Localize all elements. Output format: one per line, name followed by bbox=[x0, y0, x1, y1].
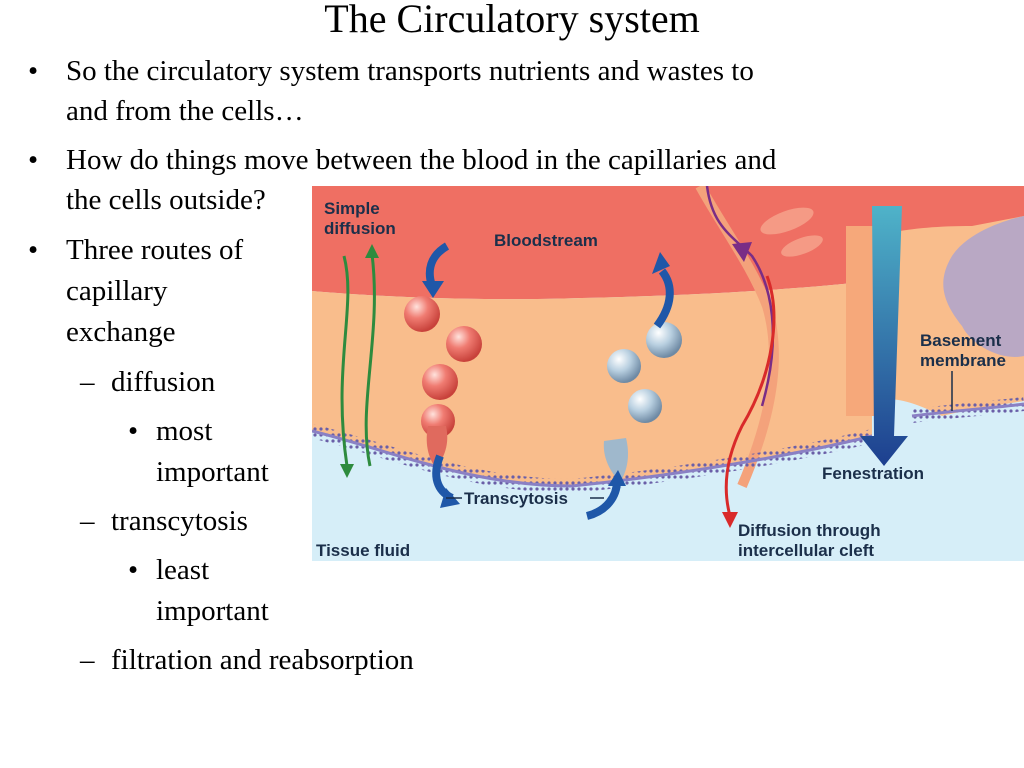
arrow-head bbox=[722, 512, 738, 528]
bullet-marker: • bbox=[28, 55, 39, 87]
bullet-1-line-1: So the circulatory system transports nut… bbox=[66, 55, 754, 87]
vesicle-exiting bbox=[603, 438, 628, 482]
transcytosis-vesicle bbox=[628, 389, 662, 423]
dash-marker: – bbox=[80, 505, 95, 537]
label-bloodstream: Bloodstream bbox=[494, 231, 598, 250]
capillary-exchange-figure: Simple diffusion Bloodstream Basement me… bbox=[312, 186, 1024, 561]
vesicle bbox=[781, 235, 823, 257]
slide-title: The Circulatory system bbox=[324, 0, 700, 41]
sub-transcytosis: transcytosis bbox=[111, 505, 248, 537]
vesicle bbox=[760, 207, 814, 235]
solute-particle bbox=[404, 296, 440, 332]
sub-diffusion-note-line-1: most bbox=[156, 415, 213, 447]
nucleus bbox=[943, 216, 1024, 357]
arrow-head bbox=[340, 464, 354, 478]
bullet-3-line-1: Three routes of bbox=[66, 234, 244, 266]
solute-particle bbox=[422, 364, 458, 400]
arrow-head bbox=[365, 244, 379, 258]
arrow-head bbox=[422, 281, 444, 298]
sub-filtration: filtration and reabsorption bbox=[111, 644, 414, 676]
bullet-2-line-1: How do things move between the blood in … bbox=[66, 144, 777, 176]
cleft-arrow-up bbox=[705, 186, 775, 407]
label-simple-diffusion-2: diffusion bbox=[324, 219, 396, 238]
transcytosis-vesicle bbox=[607, 349, 641, 383]
bullet-marker: • bbox=[28, 144, 39, 176]
fenestration-arrow bbox=[860, 206, 908, 466]
bullet-1-line-2: and from the cells… bbox=[66, 95, 304, 127]
label-diffusion-cleft-2: intercellular cleft bbox=[738, 541, 874, 560]
sub-transcytosis-note-line-2: important bbox=[156, 595, 269, 627]
membrane-edge bbox=[312, 429, 873, 488]
label-fenestration: Fenestration bbox=[822, 464, 924, 483]
bullet-2-line-2: the cells outside? bbox=[66, 184, 266, 216]
bullet-marker: • bbox=[28, 234, 39, 266]
arrow-head bbox=[732, 242, 752, 262]
diffusion-arrow-down bbox=[340, 255, 350, 467]
arrow-head bbox=[652, 252, 670, 274]
label-diffusion-cleft-1: Diffusion through bbox=[738, 521, 881, 540]
sub-transcytosis-note-line-1: least bbox=[156, 554, 210, 586]
label-tissue-fluid: Tissue fluid bbox=[316, 541, 410, 560]
fenestration-edge bbox=[846, 226, 874, 416]
label-transcytosis: Transcytosis bbox=[464, 489, 568, 508]
solute-particle bbox=[446, 326, 482, 362]
sub-diffusion-note-line-2: important bbox=[156, 456, 269, 488]
diffusion-arrow-up bbox=[364, 253, 376, 467]
bullet-3-line-3: exchange bbox=[66, 316, 176, 348]
dash-marker: – bbox=[80, 366, 95, 398]
label-simple-diffusion-1: Simple bbox=[324, 199, 380, 218]
transcytosis-arrow-up bbox=[653, 268, 674, 329]
intercellular-cleft bbox=[695, 186, 779, 488]
capillary-diagram: Simple diffusion Bloodstream Basement me… bbox=[312, 186, 1024, 561]
cleft-arrow-down bbox=[724, 275, 776, 517]
bullet-3-line-2: capillary bbox=[66, 275, 168, 307]
bullet-marker: • bbox=[128, 554, 139, 586]
label-basement-membrane-2: membrane bbox=[920, 351, 1006, 370]
label-basement-membrane-1: Basement bbox=[920, 331, 1002, 350]
membrane-edge-right bbox=[911, 402, 1024, 418]
sub-diffusion: diffusion bbox=[111, 366, 216, 398]
transcytosis-vesicle bbox=[646, 322, 682, 358]
bullet-marker: • bbox=[128, 415, 139, 447]
arrow-head bbox=[608, 470, 626, 486]
dash-marker: – bbox=[80, 644, 95, 676]
